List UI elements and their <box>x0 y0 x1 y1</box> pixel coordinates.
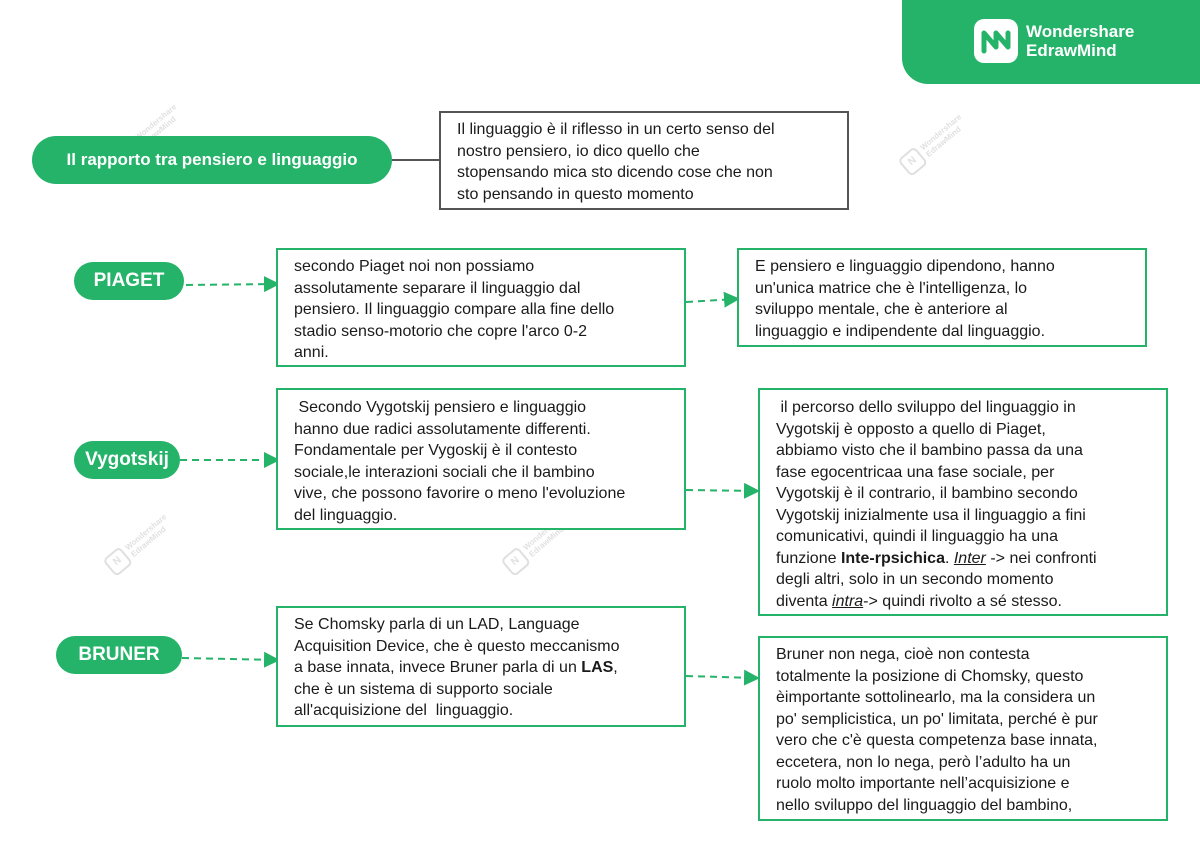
interpsichica-term: Inte-rpsichica <box>840 549 945 567</box>
main-note-text: Il linguaggio è il riflesso in un certo … <box>457 121 775 203</box>
vygotskij-box-1[interactable]: Secondo Vygotskij pensiero e linguaggio … <box>276 388 686 530</box>
brand-line2: EdrawMind <box>1026 41 1117 60</box>
bruner-box-2[interactable]: Bruner non nega, cioè non contesta total… <box>758 636 1168 821</box>
connector-piaget-1 <box>185 276 280 293</box>
intra-term: intra <box>832 592 864 610</box>
connector-piaget-2 <box>685 291 740 308</box>
vygotskij-box-1-text: Secondo Vygotskij pensiero e linguaggio … <box>294 399 626 524</box>
piaget-box-1-text: secondo Piaget noi non possiamo assoluta… <box>294 258 615 361</box>
topic-piaget[interactable]: PIAGET <box>74 262 184 300</box>
main-note-box[interactable]: Il linguaggio è il riflesso in un certo … <box>439 111 849 210</box>
connector-bruner-1 <box>181 651 280 668</box>
topic-vygotskij[interactable]: Vygotskij <box>74 441 180 479</box>
piaget-box-1[interactable]: secondo Piaget noi non possiamo assoluta… <box>276 248 686 367</box>
edrawmind-logo-icon <box>974 19 1018 63</box>
connector-vygotskij-2 <box>685 482 760 499</box>
bruner-box-1[interactable]: Se Chomsky parla di un LAD, Language Acq… <box>276 606 686 727</box>
bruner-box-1-text: Se Chomsky parla di un LAD, Language Acq… <box>294 616 620 719</box>
main-topic[interactable]: Il rapporto tra pensiero e linguaggio <box>32 136 392 184</box>
vygotskij-box-2-text: il percorso dello sviluppo del linguaggi… <box>776 399 1097 610</box>
brand-banner: Wondershare EdrawMind <box>902 0 1200 84</box>
bruner-box-2-text: Bruner non nega, cioè non contesta total… <box>776 646 1098 814</box>
topic-bruner[interactable]: BRUNER <box>56 636 182 674</box>
connector-bruner-2 <box>685 669 760 686</box>
vygotskij-box-2[interactable]: il percorso dello sviluppo del linguaggi… <box>758 388 1168 616</box>
brand-name: Wondershare EdrawMind <box>1026 22 1134 60</box>
piaget-box-2[interactable]: E pensiero e linguaggio dipendono, hanno… <box>737 248 1147 347</box>
piaget-box-2-text: E pensiero e linguaggio dipendono, hanno… <box>755 258 1055 340</box>
inter-term: Inter <box>953 549 986 567</box>
brand-line1: Wondershare <box>1026 22 1135 41</box>
las-term: LAS <box>581 659 614 676</box>
